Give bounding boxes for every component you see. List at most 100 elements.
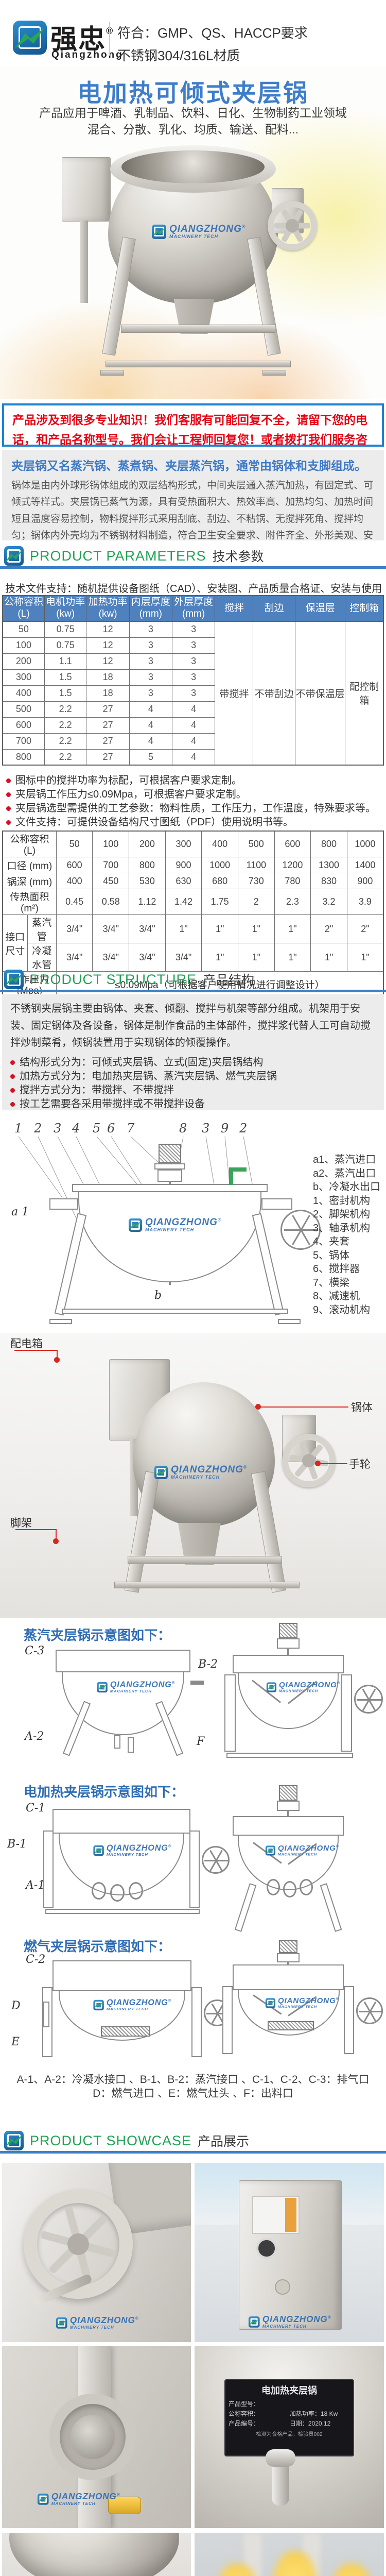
cell: 18	[86, 685, 130, 702]
page-header: 强忠® Qiangzhong 符合：GMP、QS、HACCP要求 不锈钢304/…	[0, 0, 386, 67]
callout-number: 3	[54, 1121, 62, 1136]
cell: 630	[165, 873, 202, 889]
cell: 3	[129, 621, 172, 638]
bottom-port	[114, 1735, 120, 1749]
heater-element	[129, 1882, 143, 1900]
drawing-label-b: b	[154, 1289, 162, 1302]
cell: 1"	[346, 943, 384, 972]
cell: 1200	[274, 857, 311, 873]
stand-bar-front	[128, 1556, 282, 1564]
motor-icon	[279, 1940, 297, 1953]
leg-right	[320, 1883, 342, 1932]
header-divider	[109, 22, 110, 56]
annotation-line	[56, 1529, 57, 1540]
cell: 18	[86, 669, 130, 686]
pillar-right	[341, 1674, 352, 1752]
bullet-icon	[6, 806, 11, 811]
cell: 3/4"	[56, 914, 93, 943]
gearbox	[157, 1170, 182, 1182]
cell: 1000	[201, 857, 238, 873]
handwheel-outline	[356, 1997, 383, 2024]
pillar-left	[43, 1831, 54, 1908]
control-box-pole	[80, 221, 88, 303]
annotation-dot	[54, 1357, 60, 1363]
steam-diagrams: C-3 B-2 A-2 F QIANGZHONG®MACHINERY TECH …	[0, 1623, 386, 1777]
service-notice: 产品涉及到很多专业知识！我们客服有可能回复不全，请留下您的电话，和产品名称型号。…	[2, 403, 384, 466]
showcase-photo-bearing: QIANGZHONG®MACHINERY TECH	[2, 2346, 191, 2528]
bullet-icon	[10, 1088, 15, 1093]
part-item: b、冷凝水出口	[313, 1181, 381, 1193]
stand-foot-left	[100, 370, 124, 376]
cell: 400	[201, 831, 238, 857]
bullet-icon	[6, 820, 11, 825]
gas-diagram-title: 燃气夹层锅示意图如下：	[24, 1939, 171, 1954]
part-item: 9、滚动机构	[313, 1304, 371, 1316]
cell: 1.1	[44, 653, 87, 670]
annotation-line	[57, 1350, 58, 1358]
annotation-dot	[315, 1461, 321, 1466]
heater-element	[267, 1879, 280, 1895]
motor-icon	[279, 1785, 297, 1801]
cell: 50	[56, 831, 93, 857]
cell: 530	[129, 873, 166, 889]
cell: 2.2	[44, 717, 87, 734]
cell: 12	[86, 621, 130, 638]
cell: 1"	[237, 943, 275, 972]
cell: 4	[129, 701, 172, 718]
section-title-en: PRODUCT PARAMETERS	[30, 548, 206, 564]
part-item: 3、轴承机构	[313, 1222, 371, 1234]
part-item: 1、密封机构	[313, 1195, 371, 1207]
cell: 500	[237, 831, 275, 857]
section-icon	[4, 970, 24, 989]
merged-cell-controlbox: 配控制箱	[345, 621, 384, 766]
cell: 3	[171, 621, 216, 638]
cell: 1"	[237, 914, 275, 943]
callout-number: 3	[202, 1121, 210, 1136]
col-header: 公称容积 (L)	[2, 595, 45, 622]
cell: 200	[2, 653, 45, 670]
hero-section: 电加热可倾式夹层锅 产品应用于啤酒、乳制品、饮料、日化、生物制药工业领域 混合、…	[0, 67, 386, 399]
section-title-zh: 产品结构	[203, 973, 255, 988]
gas-inlet-pipe	[43, 2002, 49, 2027]
cell: 4	[129, 733, 172, 750]
callout-number: 9	[221, 1121, 229, 1136]
handwheel-outline	[354, 1685, 383, 1714]
yellow-sensor	[108, 2497, 141, 2514]
handwheel-outline	[280, 1210, 321, 1250]
cell: 3	[171, 669, 216, 686]
cell: 1100	[237, 857, 275, 873]
table-row: 冷凝水管 3/4"3/4"3/4"3/4"1"1"1"1"1"	[3, 943, 384, 972]
cell: 1"	[201, 914, 238, 943]
part-item: 7、横梁	[313, 1277, 350, 1289]
rim-band	[233, 1816, 344, 1836]
cell: 600	[2, 717, 45, 734]
rim-band	[233, 1655, 344, 1673]
pillar-left	[222, 1986, 233, 2054]
brand-watermark: QIANGZHONG®MACHINERY TECH	[265, 1844, 339, 1857]
pillar-right	[191, 1987, 202, 2057]
kettle-bottom	[9, 2533, 179, 2576]
table-row: 接口尺寸蒸汽管 3/4"3/4"3/4"1"1"1"1"2"2"	[2, 914, 384, 972]
cell: 12	[86, 637, 130, 654]
cell: 3/4"	[92, 943, 130, 972]
bullet-item: 文件支持：可提供设备结构尺寸图纸（PDF）使用说明书等。	[6, 816, 382, 829]
section-rule	[0, 566, 386, 569]
span-cell: ≤0.09Mpa（可根据客户使用情况进行调整设计）	[56, 971, 384, 997]
cell: 1"	[310, 943, 347, 972]
stand-bar-front	[121, 325, 275, 333]
electric-diagram-title: 电加热夹层锅示意图如下：	[24, 1784, 185, 1800]
cell: 3	[129, 637, 172, 654]
diagram-label: A-1	[26, 1879, 45, 1892]
stand-bar-lower	[114, 1582, 300, 1588]
diagram-label: A-2	[25, 1730, 44, 1743]
structure-intro-box: 不锈钢夹层锅主要由锅体、夹套、倾翻、搅拌与机架等部分组成。机架用于安装、固定锅体…	[2, 994, 384, 1110]
gas-burner	[101, 2026, 150, 2037]
rim-band	[72, 1184, 268, 1192]
brand-watermark: QIANGZHONG®MACHINERY TECH	[266, 1681, 340, 1693]
cell: 400	[56, 873, 93, 889]
cell: 3	[171, 653, 216, 670]
